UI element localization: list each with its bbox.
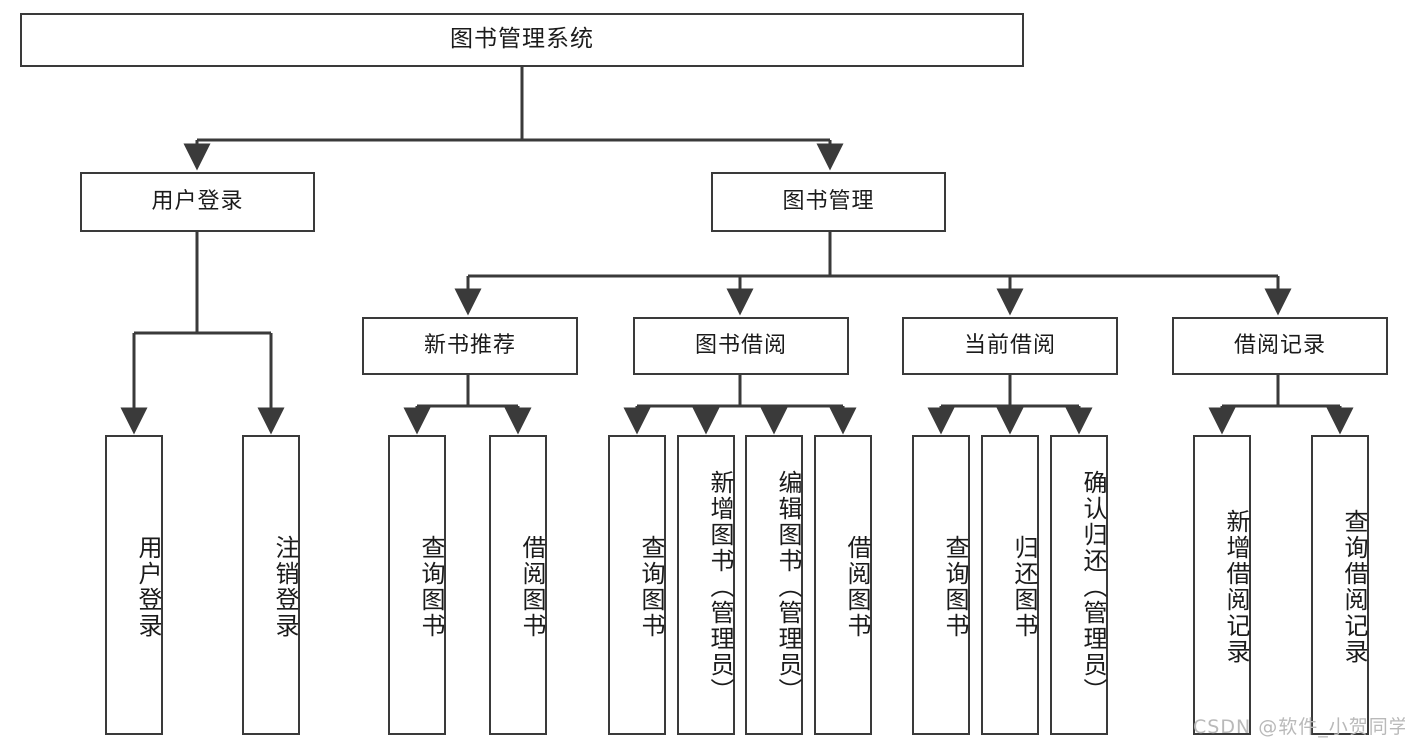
- leaf-book-borrow-query-book[interactable]: 查询图书: [608, 435, 666, 735]
- node-label: 注销登录: [271, 535, 299, 639]
- node-label: 用户登录: [134, 535, 162, 639]
- edges-newbook-to-leaves: [403, 375, 532, 435]
- node-label: 借阅记录: [1233, 332, 1326, 358]
- node-label: 用户登录: [151, 188, 244, 214]
- leaf-borrow-record-add-record[interactable]: 新增借阅记录: [1193, 435, 1251, 735]
- leaf-new-book-query-book[interactable]: 查询图书: [388, 435, 446, 735]
- leaf-book-borrow-edit-book-admin[interactable]: 编辑图书（管理员）: [745, 435, 803, 735]
- edges-userlogin-to-leaves: [120, 232, 285, 435]
- node-label: 当前借阅: [963, 332, 1056, 358]
- node-label: 借阅图书: [843, 535, 871, 639]
- node-book-borrow[interactable]: 图书借阅: [633, 317, 849, 375]
- node-label: 查询借阅记录: [1340, 509, 1368, 665]
- csdn-watermark: CSDN @软件_小贺同学: [1193, 716, 1405, 738]
- node-label: 查询图书: [417, 535, 445, 639]
- node-root-book-management-system[interactable]: 图书管理系统: [20, 13, 1024, 67]
- leaf-current-borrow-confirm-return-admin[interactable]: 确认归还（管理员）: [1050, 435, 1108, 735]
- edges-currentborrow-to-leaves: [927, 375, 1093, 435]
- node-label: 查询图书: [637, 535, 665, 639]
- leaf-borrow-record-query-record[interactable]: 查询借阅记录: [1311, 435, 1369, 735]
- node-book-management[interactable]: 图书管理: [711, 172, 946, 232]
- edges-root-to-level1: [183, 67, 844, 171]
- node-label: 归还图书: [1010, 535, 1038, 639]
- node-label: 图书管理系统: [450, 26, 594, 53]
- node-borrow-record[interactable]: 借阅记录: [1172, 317, 1388, 375]
- leaf-current-borrow-query-book[interactable]: 查询图书: [912, 435, 970, 735]
- leaf-book-borrow-add-book-admin[interactable]: 新增图书（管理员）: [677, 435, 735, 735]
- node-label: 图书借阅: [694, 332, 787, 358]
- node-label: 新书推荐: [423, 332, 516, 358]
- edges-booksmgmt-to-level2: [454, 232, 1292, 316]
- node-new-book-recommend[interactable]: 新书推荐: [362, 317, 578, 375]
- node-label: 查询图书: [941, 535, 969, 639]
- leaf-user-login-login[interactable]: 用户登录: [105, 435, 163, 735]
- edges-borrowrecord-to-leaves: [1208, 375, 1354, 435]
- leaf-book-borrow-borrow-book[interactable]: 借阅图书: [814, 435, 872, 735]
- leaf-new-book-borrow-book[interactable]: 借阅图书: [489, 435, 547, 735]
- edges-bookborrow-to-leaves: [623, 375, 857, 435]
- node-label: 新增借阅记录: [1222, 509, 1250, 665]
- node-current-borrow[interactable]: 当前借阅: [902, 317, 1118, 375]
- node-user-login[interactable]: 用户登录: [80, 172, 315, 232]
- node-label: 图书管理: [782, 188, 875, 214]
- leaf-user-login-logout[interactable]: 注销登录: [242, 435, 300, 735]
- node-label: 新增图书（管理员）: [706, 470, 734, 704]
- node-label: 确认归还（管理员）: [1079, 470, 1107, 704]
- node-label: 编辑图书（管理员）: [774, 470, 802, 704]
- node-label: 借阅图书: [518, 535, 546, 639]
- leaf-current-borrow-return-book[interactable]: 归还图书: [981, 435, 1039, 735]
